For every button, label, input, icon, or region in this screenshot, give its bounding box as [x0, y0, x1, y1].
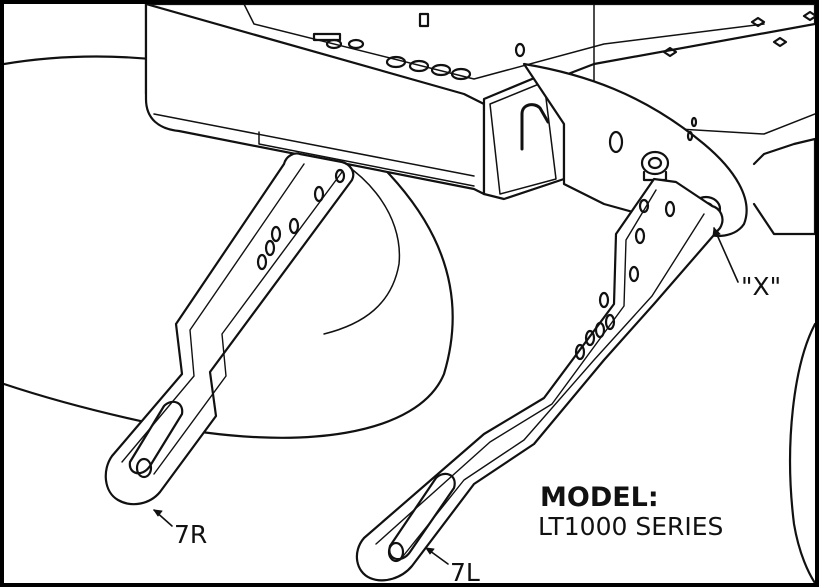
right-tire: [788, 322, 815, 583]
label-7l: 7L: [450, 558, 480, 587]
label-7r: 7R: [174, 520, 208, 549]
leader-x: [713, 227, 739, 283]
frame-rail-right: [752, 137, 815, 236]
label-x: "X": [741, 272, 782, 301]
hitch-bracket-drawing: [4, 4, 815, 583]
model-name: LT1000 SERIES: [538, 512, 724, 541]
hitch-pin: [520, 103, 550, 151]
leader-x-arrow: [712, 227, 721, 237]
leader-7l-arrow: [425, 547, 435, 555]
leader-7r-arrow: [153, 509, 163, 517]
model-heading: MODEL:: [540, 482, 659, 513]
frame-deck-inner: [243, 4, 765, 80]
